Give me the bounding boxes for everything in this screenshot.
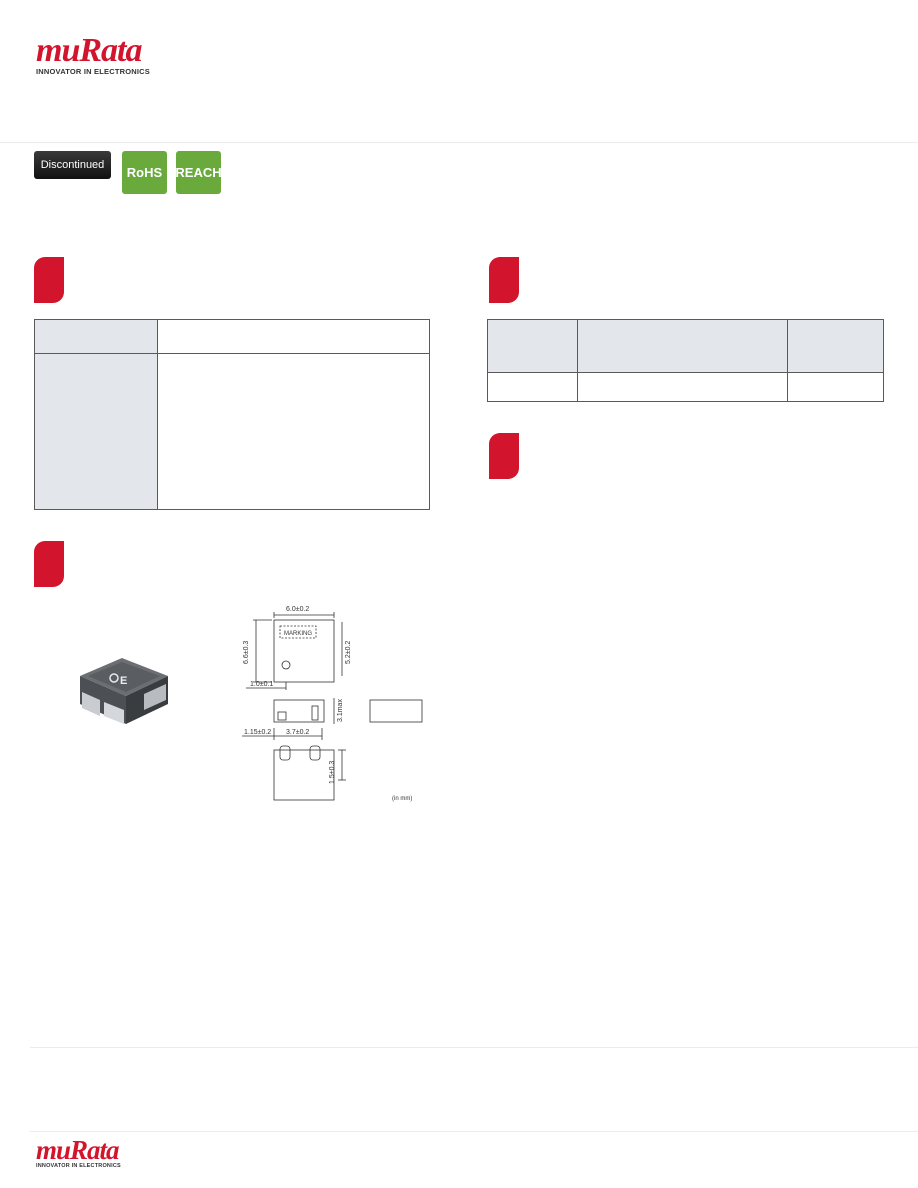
- table-cell: [157, 319, 430, 354]
- section-marker-right-middle: [489, 433, 519, 479]
- reach-badge: REACH: [175, 151, 222, 194]
- header-divider: [0, 142, 918, 143]
- footer-logo[interactable]: muRata INNOVATOR IN ELECTRONICS: [36, 1135, 121, 1170]
- table-cell: [34, 353, 158, 510]
- table-cell: [487, 372, 578, 402]
- dim-pad-height: 1.5±0.3: [329, 761, 336, 784]
- rohs-badge: RoHS: [122, 151, 167, 194]
- dim-side: 3.1max: [337, 699, 344, 722]
- logo-word: muRata: [36, 32, 142, 69]
- discontinued-badge: Discontinued: [34, 151, 111, 179]
- drawing-unit: (in mm): [392, 796, 412, 802]
- header-logo[interactable]: muRata INNOVATOR IN ELECTRONICS: [36, 32, 150, 77]
- table-cell: [157, 353, 430, 510]
- section-marker-left-top: [34, 257, 64, 303]
- section-marker-left-bottom: [34, 541, 64, 587]
- spec-table-right: [487, 319, 884, 402]
- drawing-marking-label: MARKING: [284, 631, 312, 637]
- table-row: [487, 372, 884, 402]
- footer-logo-tagline: INNOVATOR IN ELECTRONICS: [36, 1163, 121, 1169]
- dim-left-offset: 1.15±0.2: [244, 729, 271, 736]
- dim-pad-gap: 3.7±0.2: [286, 729, 309, 736]
- table-cell: [577, 372, 788, 402]
- table-row: [487, 319, 884, 373]
- table-header-cell: [787, 319, 884, 373]
- table-cell: [787, 372, 884, 402]
- spec-table-left: [34, 319, 430, 510]
- section-marker-right-top: [489, 257, 519, 303]
- footer-divider-top: [30, 1047, 918, 1048]
- logo-tagline: INNOVATOR IN ELECTRONICS: [36, 67, 150, 76]
- photo-marking: E: [120, 675, 127, 687]
- table-row: [34, 319, 430, 354]
- table-header-cell: [577, 319, 788, 373]
- footer-divider-bottom: [30, 1131, 918, 1132]
- dim-width: 6.0±0.2: [286, 606, 309, 613]
- product-photo: E: [80, 658, 168, 724]
- table-cell: [34, 319, 158, 354]
- dimension-drawing: 6.0±0.2 MARKING 6.6±0.3 5.2±0.2 1.0±0.1 …: [242, 606, 423, 802]
- footer-logo-word: muRata: [36, 1135, 120, 1165]
- table-header-cell: [487, 319, 578, 373]
- dim-terminal: 1.0±0.1: [250, 681, 273, 688]
- dim-body: 5.2±0.2: [345, 641, 352, 664]
- table-row: [34, 353, 430, 510]
- dim-height: 6.6±0.3: [243, 641, 250, 664]
